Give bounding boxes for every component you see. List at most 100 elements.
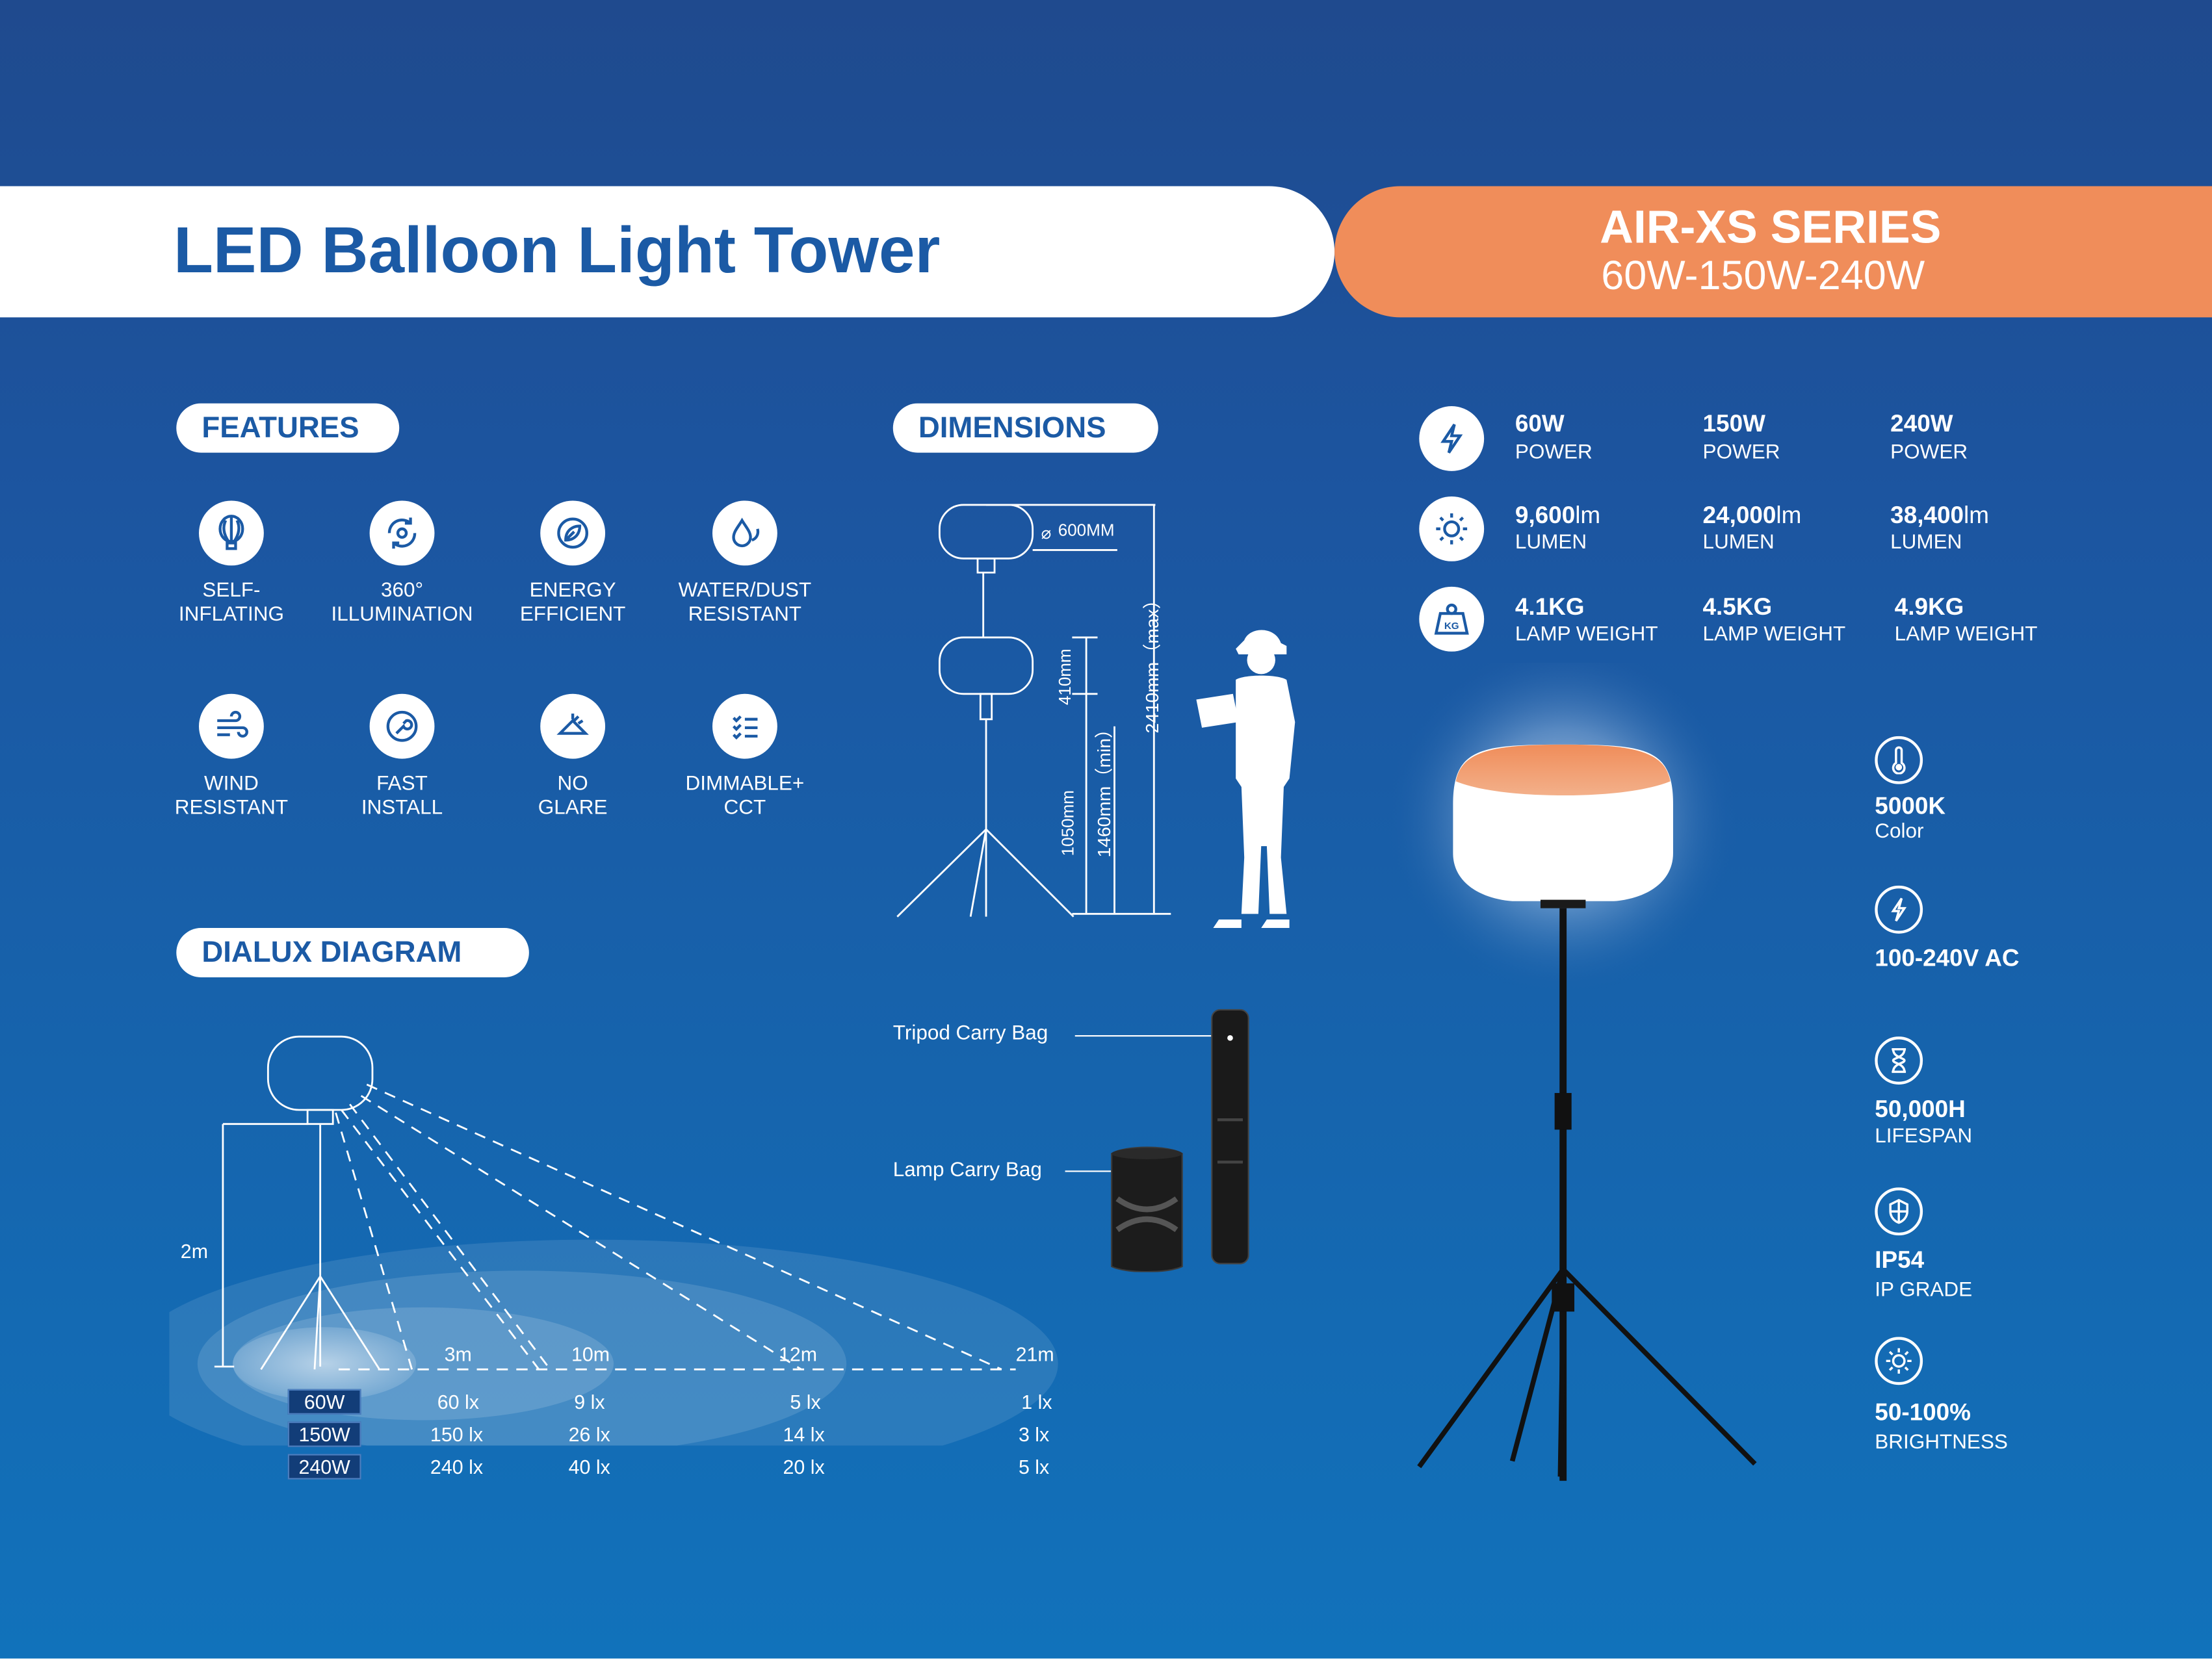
- lux-value: 60 lx: [437, 1390, 479, 1413]
- color-temp-label: Color: [1875, 821, 1924, 843]
- lumen-150w-label: LUMEN: [1702, 532, 1775, 554]
- weight-icon-text: KG: [1444, 621, 1459, 632]
- weight-icon: KG: [1419, 586, 1485, 652]
- wattage-badge-150w: 150W: [287, 1421, 361, 1447]
- power-240w-value: 240W: [1890, 410, 1953, 437]
- weight-60w-value: 4.1KG: [1515, 593, 1585, 621]
- dimension-base-height: 1050mm: [1058, 790, 1078, 856]
- lumen-60w-label: LUMEN: [1515, 532, 1587, 554]
- feature-label: WATER/DUST RESISTANT: [678, 579, 812, 626]
- dimensions-drawing: ⌀: [896, 504, 1171, 918]
- lux-value: 40 lx: [568, 1455, 610, 1478]
- feature-water-dust-resistant: WATER/DUST RESISTANT: [646, 500, 844, 627]
- feature-self-inflating: SELF- INFLATING: [133, 500, 330, 627]
- rotate-360-icon: [369, 500, 435, 566]
- feature-label: 360° ILLUMINATION: [331, 579, 473, 626]
- lifespan-value: 50,000H: [1875, 1096, 1966, 1123]
- lux-value: 3 lx: [1018, 1422, 1050, 1446]
- lamp-bag-image: [1111, 1146, 1183, 1272]
- dialux-distance-12m: 12m: [778, 1343, 818, 1365]
- feature-label: WIND RESISTANT: [174, 773, 289, 819]
- lux-value: 20 lx: [783, 1455, 825, 1478]
- weight-60w-label: LAMP WEIGHT: [1515, 623, 1658, 646]
- series-name: AIR-XS SERIES: [1600, 200, 1942, 253]
- feature-wind-resistant: WIND RESISTANT: [133, 693, 330, 821]
- lumen-240w-label: LUMEN: [1890, 532, 1962, 554]
- balloon-light-image: [1386, 663, 1757, 1481]
- tripod-bag-image: [1211, 1009, 1249, 1265]
- lux-value: 26 lx: [568, 1422, 610, 1446]
- sun-icon: [1419, 496, 1485, 561]
- thermometer-icon: [1875, 736, 1923, 784]
- color-temp-value: 5000K: [1875, 792, 1946, 819]
- dialux-heading: DIALUX DIAGRAM: [176, 928, 529, 978]
- shield-icon: [1875, 1187, 1923, 1236]
- dialux-distance-21m: 21m: [1015, 1343, 1054, 1365]
- wattage-badge-60w: 60W: [287, 1389, 361, 1415]
- feature-label: DIMMABLE+ CCT: [685, 773, 805, 819]
- series-banner: [1334, 186, 2212, 318]
- bolt-icon: [1419, 406, 1485, 471]
- lux-value: 1 lx: [1021, 1390, 1052, 1413]
- brightness-label: BRIGHTNESS: [1875, 1431, 2008, 1454]
- feature-360-illumination: 360° ILLUMINATION: [304, 500, 501, 627]
- power-240w-label: POWER: [1890, 441, 1968, 465]
- lumen-60w-value: 9,600lm: [1515, 502, 1601, 529]
- dimension-max-height: 2410mm（max）: [1141, 591, 1163, 734]
- ip-grade-label: IP GRADE: [1875, 1279, 1973, 1302]
- feature-label: NO GLARE: [538, 773, 608, 819]
- weight-150w-label: LAMP WEIGHT: [1702, 623, 1846, 646]
- dialux-distance-3m: 3m: [444, 1343, 472, 1365]
- voltage-bolt-icon: [1875, 885, 1923, 934]
- wind-icon: [199, 693, 264, 759]
- feature-label: SELF- INFLATING: [178, 579, 284, 626]
- lumen-150w-value: 24,000lm: [1702, 502, 1802, 529]
- title-bar: [0, 186, 1335, 318]
- lumen-240w-value: 38,400lm: [1890, 502, 1989, 529]
- brightness-value: 50-100%: [1875, 1398, 1971, 1426]
- lux-value: 240 lx: [430, 1455, 484, 1478]
- brightness-icon: [1875, 1337, 1923, 1385]
- feature-label: FAST INSTALL: [361, 773, 443, 819]
- list-check-icon: [712, 693, 777, 759]
- lamp-bag-label: Lamp Carry Bag: [892, 1159, 1042, 1182]
- worker-silhouette: [1196, 630, 1295, 929]
- dimension-min-height: 1460mm（min）: [1093, 719, 1115, 858]
- dialux-height-label: 2m: [180, 1239, 209, 1263]
- feature-energy-efficient: ENERGY EFFICIENT: [474, 500, 671, 627]
- series-wattages: 60W-150W-240W: [1601, 253, 1925, 300]
- lamp-bag-leader: [1065, 1170, 1116, 1172]
- lux-value: 9 lx: [574, 1390, 605, 1413]
- water-drop-icon: [712, 500, 777, 566]
- tripod-bag-leader: [1074, 1035, 1216, 1037]
- balloon-icon: [199, 500, 264, 566]
- dialux-distance-10m: 10m: [571, 1343, 610, 1365]
- feature-no-glare: NO GLARE: [474, 693, 671, 821]
- weight-240w-value: 4.9KG: [1894, 593, 1964, 621]
- feature-fast-install: FAST INSTALL: [304, 693, 501, 821]
- lifespan-label: LIFESPAN: [1875, 1125, 1973, 1148]
- wrench-icon: [369, 693, 435, 759]
- weight-150w-value: 4.5KG: [1702, 593, 1773, 621]
- wattage-badge-240w: 240W: [287, 1454, 361, 1480]
- voltage-value: 100-240V AC: [1875, 945, 2020, 972]
- lux-value: 14 lx: [783, 1422, 825, 1446]
- lux-value: 5 lx: [790, 1390, 821, 1413]
- features-heading: FEATURES: [176, 403, 400, 453]
- feature-label: ENERGY EFFICIENT: [519, 579, 626, 626]
- power-60w-label: POWER: [1515, 441, 1593, 465]
- power-150w-value: 150W: [1702, 410, 1765, 437]
- dimension-balloon-height: 410mm: [1055, 649, 1075, 706]
- lux-value: 5 lx: [1018, 1455, 1050, 1478]
- dialux-diagram: [169, 1035, 1058, 1446]
- power-60w-value: 60W: [1515, 410, 1565, 437]
- power-150w-label: POWER: [1702, 441, 1780, 465]
- lux-value: 150 lx: [430, 1422, 484, 1446]
- feature-dimmable-cct: DIMMABLE+ CCT: [646, 693, 844, 821]
- hourglass-icon: [1875, 1036, 1923, 1085]
- no-glare-icon: [540, 693, 606, 759]
- diameter-symbol: ⌀: [1041, 523, 1052, 543]
- page-title: LED Balloon Light Tower: [173, 212, 941, 287]
- ip-grade-value: IP54: [1875, 1246, 1925, 1274]
- leaf-icon: [540, 500, 606, 566]
